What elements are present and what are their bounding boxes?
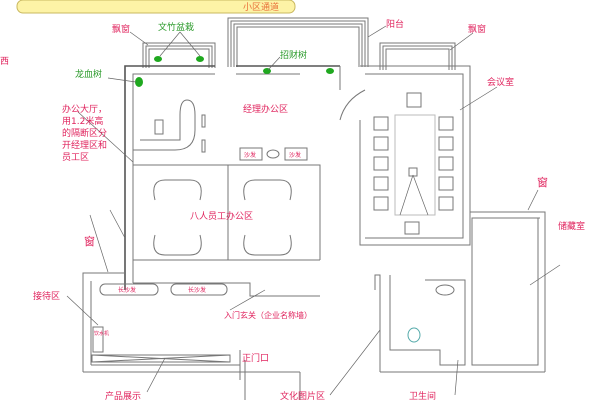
balcony [227, 17, 369, 67]
sofa-1-label: 沙发 [244, 151, 256, 159]
water-dispenser-label: 饮水机 [94, 330, 109, 337]
staff-area-label: 八人员工办公区 [190, 210, 253, 222]
product-display-cabinet [91, 354, 231, 363]
money-tree-label: 招财树 [280, 49, 307, 61]
product-display-label: 产品展示 [105, 390, 141, 400]
meeting-room-label: 会议室 [487, 76, 514, 88]
storage-walls [470, 211, 546, 372]
reception-walls [82, 272, 300, 373]
manager-area-label: 经理办公区 [243, 103, 288, 115]
plant-money-tree [263, 68, 271, 74]
plant-money-tree-2 [326, 68, 334, 74]
long-sofa-1-label: 长沙发 [118, 286, 136, 294]
sofa-1 [239, 147, 263, 161]
banner-label: 小区通道 [243, 1, 279, 13]
svg-text:的隔断区分: 的隔断区分 [62, 127, 107, 139]
manager-desk [133, 99, 206, 153]
culture-wall [374, 274, 545, 373]
top-banner [16, 0, 296, 14]
storage-room-label: 储藏室 [558, 220, 585, 232]
office-walls [124, 65, 471, 297]
bay-window-right [379, 42, 456, 70]
plant-dragon-tree [135, 77, 143, 87]
entrance-door [239, 350, 301, 400]
reception-label: 接待区 [33, 290, 60, 302]
water-dispenser [92, 326, 104, 353]
long-sofa-2 [170, 283, 228, 296]
svg-text:用1.2米高: 用1.2米高 [62, 115, 103, 127]
edge-label: 西 [0, 56, 9, 67]
plant-bamboo-1 [154, 56, 162, 62]
svg-text:办公大厅，: 办公大厅， [62, 103, 107, 115]
main-entrance-label: 正门口 [242, 352, 269, 364]
sofa-2-label: 沙发 [289, 151, 301, 159]
plant-bamboo-2 [196, 56, 204, 62]
bay-window-right-label: 飘窗 [468, 23, 486, 35]
restroom-label: 卫生间 [409, 390, 436, 400]
restroom-walls [389, 275, 466, 366]
office-hall-note: 办公大厅， 用1.2米高 的隔断区分 开经理区和 员工区 [62, 103, 107, 163]
meeting-table [394, 92, 436, 235]
sofa-2 [284, 147, 308, 161]
leader-lines [66, 25, 561, 396]
window-right-label: 窗 [537, 175, 548, 189]
bay-window-left [142, 42, 216, 68]
svg-text:员工区: 员工区 [62, 152, 89, 163]
long-sofa-1 [99, 283, 159, 296]
meeting-chairs [373, 116, 454, 211]
balcony-label: 阳台 [386, 18, 404, 30]
window-left-label: 窗 [84, 234, 95, 248]
sink [435, 284, 455, 296]
culture-pictures-label: 文化图片区 [280, 390, 325, 400]
long-sofa-2-label: 长沙发 [188, 286, 206, 294]
toilet [407, 327, 421, 343]
bay-window-left-label: 飘窗 [112, 23, 130, 35]
bamboo-plant-label: 文竹盆栽 [158, 21, 194, 33]
entrance-hall-label: 入门玄关（企业名称墙） [224, 310, 312, 320]
dragon-tree-label: 龙血树 [75, 68, 102, 80]
coffee-table [266, 149, 280, 159]
staff-desks [153, 179, 292, 256]
svg-text:开经理区和: 开经理区和 [62, 139, 107, 151]
